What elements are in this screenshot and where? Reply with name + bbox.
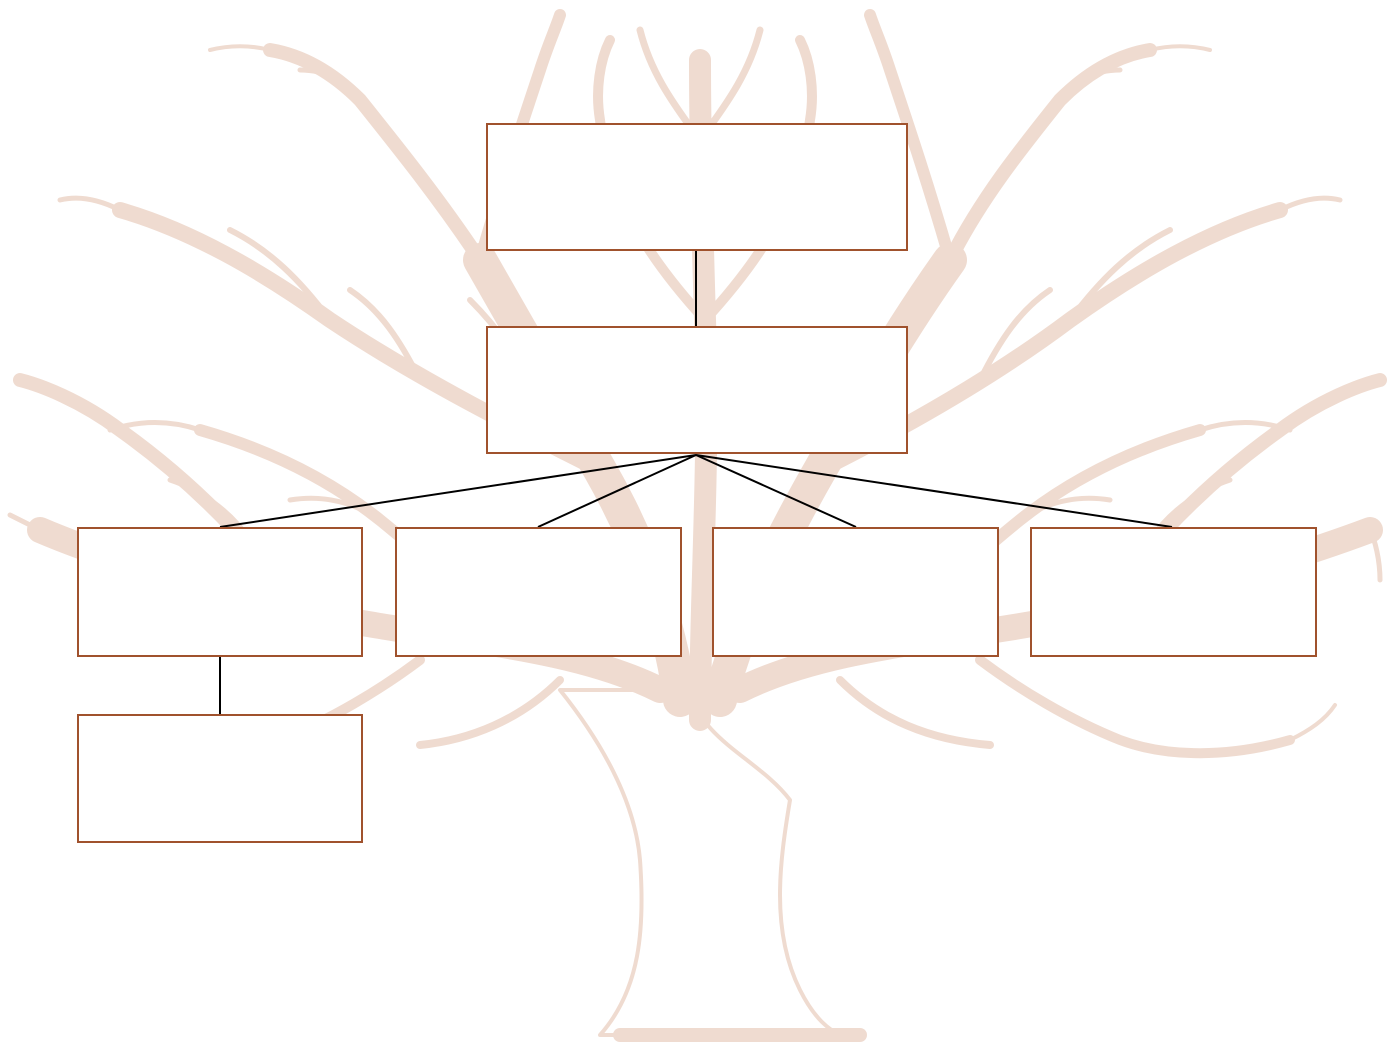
node-child-4[interactable] bbox=[1030, 527, 1317, 657]
node-child-1[interactable] bbox=[77, 527, 363, 657]
node-middle[interactable] bbox=[486, 326, 908, 454]
node-top[interactable] bbox=[486, 123, 908, 251]
node-child-2[interactable] bbox=[395, 527, 682, 657]
node-grandchild-1[interactable] bbox=[77, 714, 363, 843]
node-child-3[interactable] bbox=[712, 527, 999, 657]
